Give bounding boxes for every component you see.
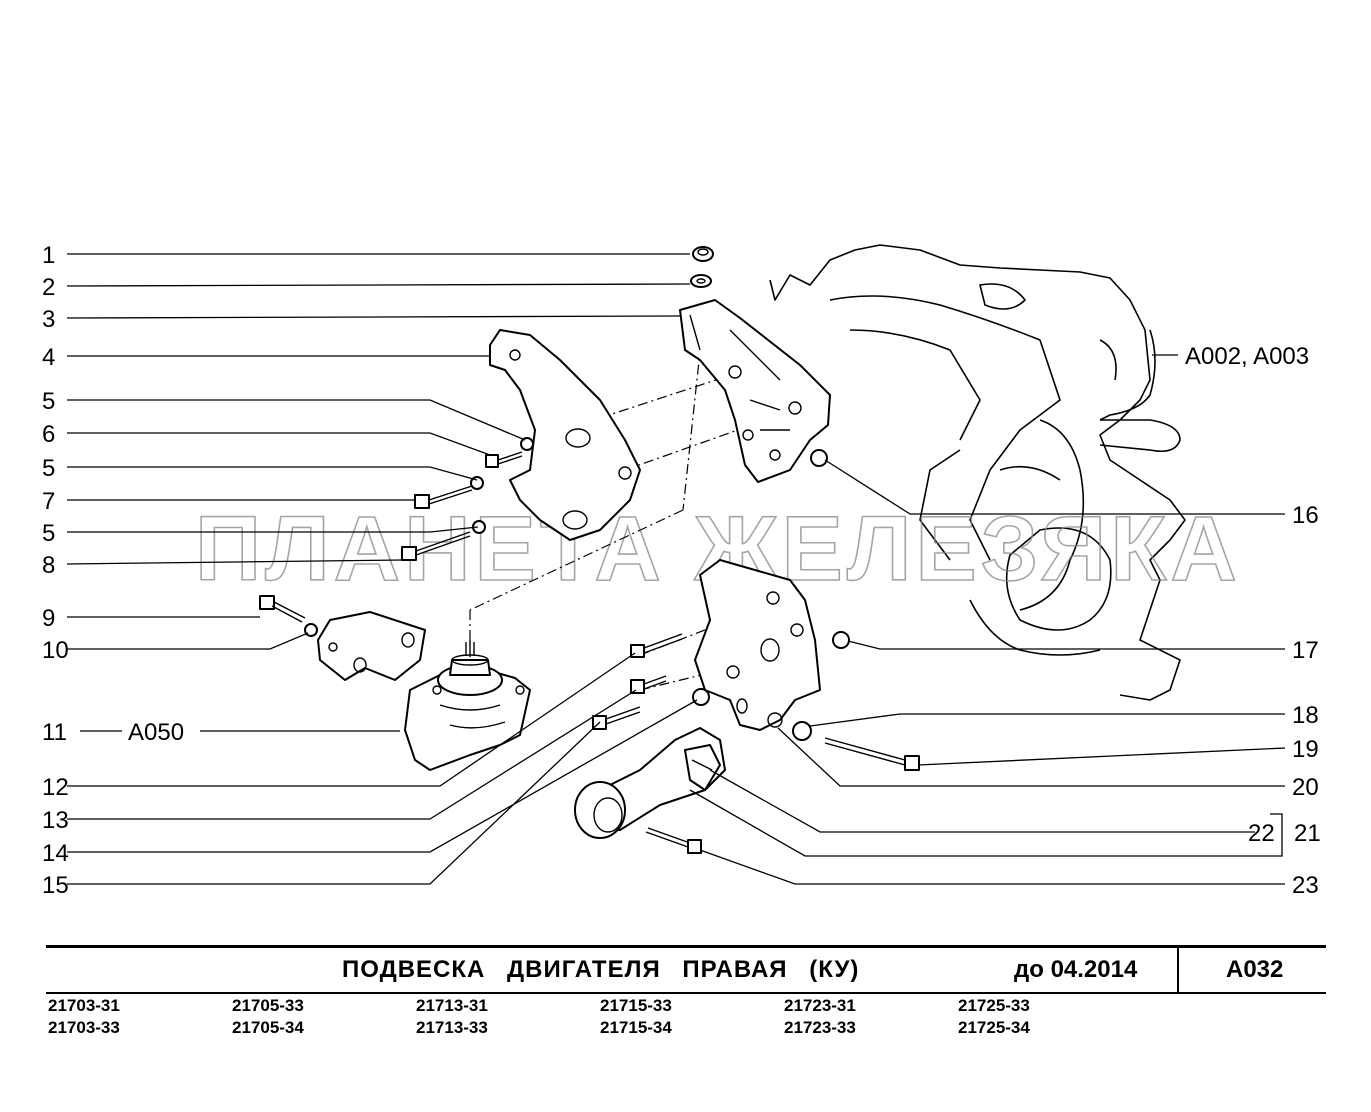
callout-4: 4 [42, 344, 55, 371]
callout-12: 12 [42, 774, 69, 801]
callout-8: 8 [42, 552, 55, 579]
model-code: 21713-33 [416, 1018, 488, 1037]
bolt-part-7 [414, 485, 473, 509]
bolt-part-8 [401, 531, 471, 561]
model-code: 21723-33 [784, 1018, 856, 1037]
title-block: ПОДВЕСКА ДВИГАТЕЛЯ ПРАВАЯ (КУ) до 04.201… [46, 945, 1326, 994]
bolt-part-23 [645, 827, 702, 854]
callout-19: 19 [1292, 736, 1319, 763]
bolt-part-19 [824, 737, 920, 771]
callout-11: 11 [42, 719, 67, 746]
bolt-part-6 [485, 451, 523, 468]
callout-21: 21 [1294, 820, 1321, 847]
bolt-part-9 [259, 595, 306, 623]
mount-reference: A050 [128, 719, 184, 746]
leader-lines [66, 253, 1286, 885]
callout-3: 3 [42, 306, 55, 333]
spacer-part-18 [792, 721, 812, 741]
bracket-part-3 [679, 299, 831, 483]
validity-date: до 04.2014 [1014, 956, 1138, 983]
bracket-part-4 [489, 329, 641, 541]
model-code: 21723-31 [784, 996, 856, 1015]
callout-1: 1 [42, 242, 55, 269]
diagram-title: ПОДВЕСКА ДВИГАТЕЛЯ ПРАВАЯ (КУ) [342, 956, 860, 983]
callout-18: 18 [1292, 702, 1319, 729]
callouts-left: 1 2 3 4 5 6 5 7 5 8 9 10 11 12 13 14 15 [42, 242, 69, 899]
model-code: 21725-34 [958, 1018, 1030, 1037]
washer-part-5a [520, 437, 534, 451]
callout-16: 16 [1292, 502, 1319, 529]
model-list: 21703-31 21703-33 21705-33 21705-34 2171… [48, 996, 1148, 1044]
model-code: 21715-34 [600, 1018, 672, 1037]
callout-5c: 5 [42, 520, 55, 547]
spacer-part-16 [810, 449, 828, 467]
callout-9: 9 [42, 605, 55, 632]
model-code: 21705-33 [232, 996, 304, 1015]
callout-10: 10 [42, 637, 69, 664]
washer-part-15 [692, 688, 710, 706]
model-code: 21705-34 [232, 1018, 304, 1037]
callout-13: 13 [42, 807, 69, 834]
bolt-part-12 [630, 633, 683, 658]
washer-part-5b [470, 476, 484, 490]
engine-outline [769, 244, 1186, 701]
callout-5b: 5 [42, 455, 55, 482]
bracket-part-20 [694, 559, 821, 731]
callout-7: 7 [42, 488, 55, 515]
nut-part-1 [692, 246, 714, 262]
model-code: 21703-31 [48, 996, 120, 1015]
torque-rod-part-21 [574, 727, 726, 839]
model-code: 21715-33 [600, 996, 672, 1015]
model-code: 21725-33 [958, 996, 1030, 1015]
callout-15: 15 [42, 872, 69, 899]
callout-22: 22 [1248, 820, 1275, 847]
callout-5a: 5 [42, 388, 55, 415]
callout-6: 6 [42, 421, 55, 448]
model-code: 21703-33 [48, 1018, 120, 1037]
engine-reference: A002, A003 [1185, 343, 1309, 370]
callout-17: 17 [1292, 637, 1319, 664]
callout-14: 14 [42, 840, 69, 867]
callout-2: 2 [42, 274, 55, 301]
title-divider [1177, 948, 1179, 992]
callout-23: 23 [1292, 872, 1319, 899]
model-code: 21713-31 [416, 996, 488, 1015]
diagram-code: A032 [1226, 956, 1284, 983]
plate-part-10 [317, 611, 426, 681]
washer-part-2 [690, 274, 712, 288]
bolt-part-13 [630, 675, 667, 694]
callouts-right: 16 17 18 19 20 22 21 23 [1248, 502, 1321, 899]
spacer-part-17 [832, 631, 850, 649]
bolt-part-14 [592, 706, 641, 730]
parts [259, 246, 920, 854]
engine-mount-part-11 [404, 640, 531, 771]
callout-20: 20 [1292, 774, 1319, 801]
